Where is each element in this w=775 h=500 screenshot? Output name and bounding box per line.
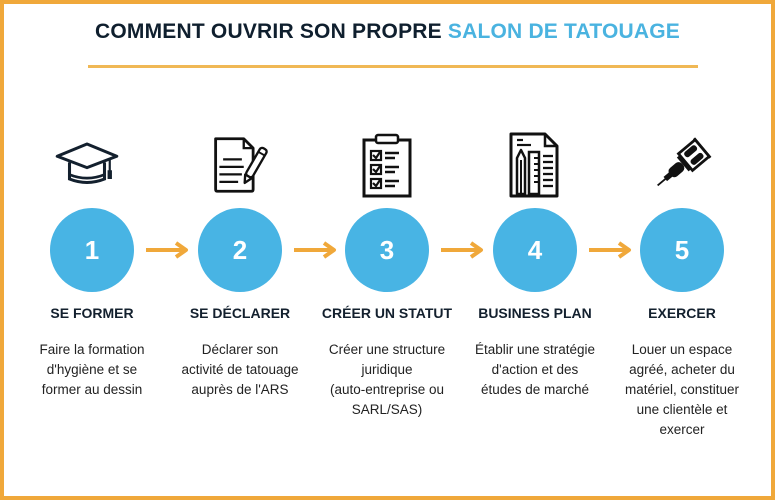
step-1: 1 SE FORMER Faire la formation d'hygiène…	[17, 0, 167, 500]
tattoo-machine-icon	[652, 130, 712, 200]
desc-line: Établir une stratégie	[474, 342, 596, 357]
page-title: COMMENT OUVRIR SON PROPRE SALON DE TATOU…	[0, 20, 775, 44]
step-heading: CRÉER UN STATUT	[321, 305, 453, 321]
step-5: 5 EXERCER Louer un espace agréé, acheter…	[607, 0, 757, 500]
step-heading: BUSINESS PLAN	[478, 305, 592, 321]
desc-line: une clientèle et	[636, 402, 728, 417]
desc-line: auprès de l'ARS	[191, 382, 289, 397]
desc-line: agréé, acheter du	[629, 362, 735, 377]
desc-line: matériel, constituer	[624, 382, 740, 397]
title-main: COMMENT OUVRIR SON PROPRE	[95, 20, 448, 43]
step-heading: SE DÉCLARER	[189, 305, 291, 321]
title-underline-divider	[88, 65, 698, 68]
arrow-right-icon	[146, 241, 188, 259]
desc-line: Louer un espace	[631, 342, 733, 357]
desc-line: (auto-entreprise ou	[329, 382, 445, 397]
document-pen-icon	[210, 130, 270, 200]
step-number-circle: 4	[493, 208, 577, 292]
business-plan-document-icon	[505, 130, 565, 200]
graduation-cap-icon	[55, 130, 122, 200]
step-number-circle: 5	[640, 208, 724, 292]
step-number-circle: 2	[198, 208, 282, 292]
desc-line: SARL/SAS)	[351, 402, 423, 417]
desc-line: exercer	[659, 422, 705, 437]
arrow-right-icon	[294, 241, 336, 259]
step-description: Louer un espace agréé, acheter du matéri…	[607, 340, 757, 440]
step-heading: EXERCER	[648, 305, 716, 321]
desc-line: Déclarer son	[201, 342, 279, 357]
step-4: 4 BUSINESS PLAN Établir une stratégie d'…	[460, 0, 610, 500]
step-description: Créer une structure juridique (auto-entr…	[312, 340, 462, 420]
step-number-circle: 3	[345, 208, 429, 292]
step-2: 2 SE DÉCLARER Déclarer son activité de t…	[165, 0, 315, 500]
desc-line: études de marché	[480, 382, 590, 397]
desc-line: Créer une structure	[328, 342, 446, 357]
desc-line: activité de tatouage	[181, 362, 299, 377]
step-3: 3 CRÉER UN STATUT Créer une structure ju…	[312, 0, 462, 500]
arrow-right-icon	[441, 241, 483, 259]
step-description: Déclarer son activité de tatouage auprès…	[165, 340, 315, 400]
step-description: Établir une stratégie d'action et des ét…	[460, 340, 610, 400]
step-description: Faire la formation d'hygiène et se forme…	[17, 340, 167, 400]
desc-line: Faire la formation	[39, 342, 145, 357]
desc-line: d'hygiène et se	[46, 362, 138, 377]
desc-line: d'action et des	[491, 362, 579, 377]
step-number-circle: 1	[50, 208, 134, 292]
desc-line: former au dessin	[41, 382, 143, 397]
title-accent: SALON DE TATOUAGE	[447, 20, 680, 43]
clipboard-checklist-icon	[357, 130, 417, 200]
step-heading: SE FORMER	[50, 305, 134, 321]
desc-line: juridique	[361, 362, 413, 377]
arrow-right-icon	[589, 241, 631, 259]
